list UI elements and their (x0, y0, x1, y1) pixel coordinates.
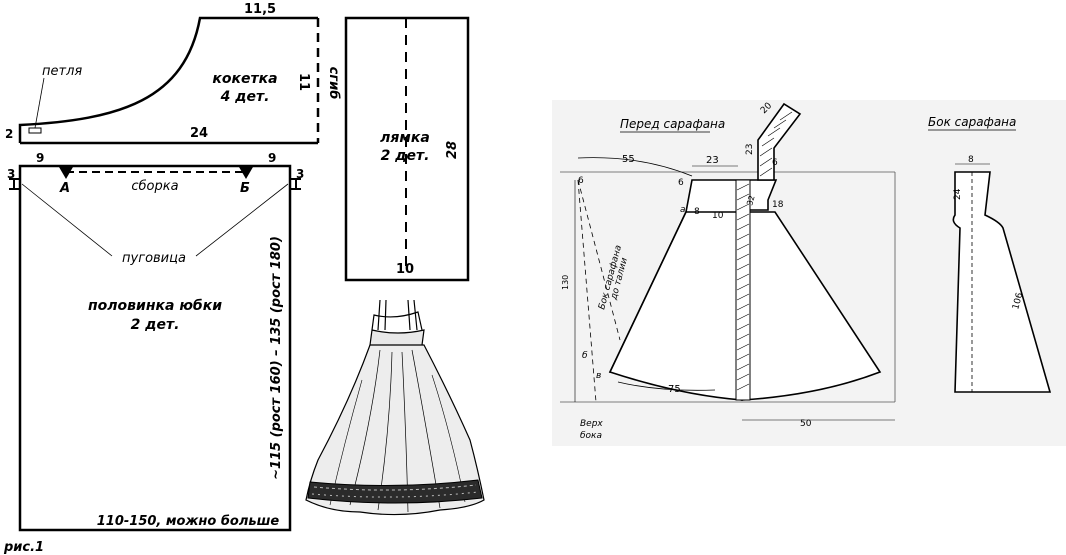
front-dim-10: 10 (712, 211, 724, 221)
front-dim-23-strap: 23 (745, 144, 755, 155)
front-dim-32: 32 (745, 194, 756, 206)
front-point-v: в (596, 371, 601, 381)
yoke-title-line1: кокетка (212, 71, 277, 87)
front-dim-18: 18 (772, 200, 784, 210)
yoke-height: 11 (296, 73, 311, 91)
yoke-loop-mark (28, 127, 42, 134)
strap-length: 28 (445, 141, 460, 159)
front-dim-8: 8 (694, 207, 700, 217)
yoke-left-edge: 2 (5, 127, 13, 141)
front-dim-6b: 6 (678, 178, 684, 188)
skirt-piece: 9 9 А Б сборка 3 3 пуговица половинка юб… (7, 151, 304, 532)
yoke-outline (18, 16, 318, 143)
center-hatch (736, 183, 750, 391)
point-a-marker (59, 167, 73, 179)
point-b-label: Б (240, 181, 250, 196)
yoke-fold-label: сгиб (326, 67, 341, 100)
front-point-a: а (680, 205, 686, 215)
strap-piece: лямка 2 дет. 28 10 (344, 16, 470, 282)
strap-title-line1: лямка (380, 130, 430, 146)
front-guide-dashed-1 (577, 179, 597, 403)
front-guide-dashed-2 (577, 179, 621, 341)
front-hem-label-line1: Верх (580, 419, 603, 429)
skirt-title-line2: 2 дет. (131, 317, 180, 333)
side-dim-24: 24 (953, 188, 963, 200)
front-dim-50: 50 (800, 419, 812, 429)
strap-width: 10 (396, 262, 414, 277)
left-pattern: 11,5 11 сгиб 24 2 петля кокетка 4 дет. л… (3, 2, 485, 555)
front-dim-75: 75 (668, 384, 681, 395)
gather-label: сборка (131, 179, 178, 194)
skirt-length-label: ~115 (рост 160) – 135 (рост 180) (269, 236, 284, 480)
yoke-loop-label: петля (42, 64, 82, 79)
point-a-label: А (59, 181, 70, 196)
front-dim-6a: 6 (578, 176, 584, 186)
skirt-outline (18, 164, 292, 532)
front-point-b: б (582, 351, 588, 361)
front-arc-55 (577, 157, 693, 177)
skirt-left-offset: 9 (36, 151, 44, 165)
strap-title-line2: 2 дет. (381, 148, 430, 164)
sundress-illustration (305, 299, 485, 516)
front-dim-55: 55 (622, 154, 635, 165)
button-leader-left (21, 183, 113, 257)
strap-hatch (759, 111, 793, 177)
side-title: Бок сарафана (928, 115, 1016, 129)
yoke-bottom-width: 24 (190, 126, 208, 141)
button-label: пуговица (122, 251, 186, 266)
yoke-title-line2: 4 дет. (220, 89, 270, 105)
yoke-top-width: 11,5 (244, 2, 276, 17)
front-title: Перед сарафана (620, 117, 725, 131)
button-left-marker (9, 178, 19, 190)
front-skirt-right (741, 211, 882, 401)
yoke-loop-leader (34, 77, 45, 129)
front-pattern: Перед сарафана 55 23 6 (560, 101, 896, 441)
side-dim-8: 8 (968, 155, 974, 165)
button-right-marker (291, 178, 301, 190)
right-pattern: Перед сарафана 55 23 6 (552, 100, 1066, 446)
skirt-width-label: 110-150, можно больше (97, 514, 280, 529)
strap-extension (757, 102, 802, 181)
skirt-right-edge: 3 (296, 167, 304, 181)
yoke-piece: 11,5 11 сгиб 24 2 петля кокетка 4 дет. (5, 2, 341, 145)
figure-caption: рис.1 (3, 540, 44, 555)
front-arc-75 (617, 381, 716, 391)
front-hem-label-line2: бока (580, 431, 602, 441)
front-dim-130: 130 (561, 275, 570, 290)
side-pattern: Бок сарафана 8 24 106 (928, 115, 1052, 393)
side-dim-106: 106 (1011, 291, 1025, 310)
side-panel-outline (952, 171, 1052, 393)
point-b-marker (239, 167, 253, 179)
button-leader-right (195, 183, 289, 257)
skirt-right-offset: 9 (268, 151, 276, 165)
skirt-title-line1: половинка юбки (88, 298, 222, 314)
front-dim-23: 23 (706, 155, 719, 166)
front-dim-6c: 6 (772, 158, 778, 168)
skirt-left-edge: 3 (7, 167, 15, 181)
